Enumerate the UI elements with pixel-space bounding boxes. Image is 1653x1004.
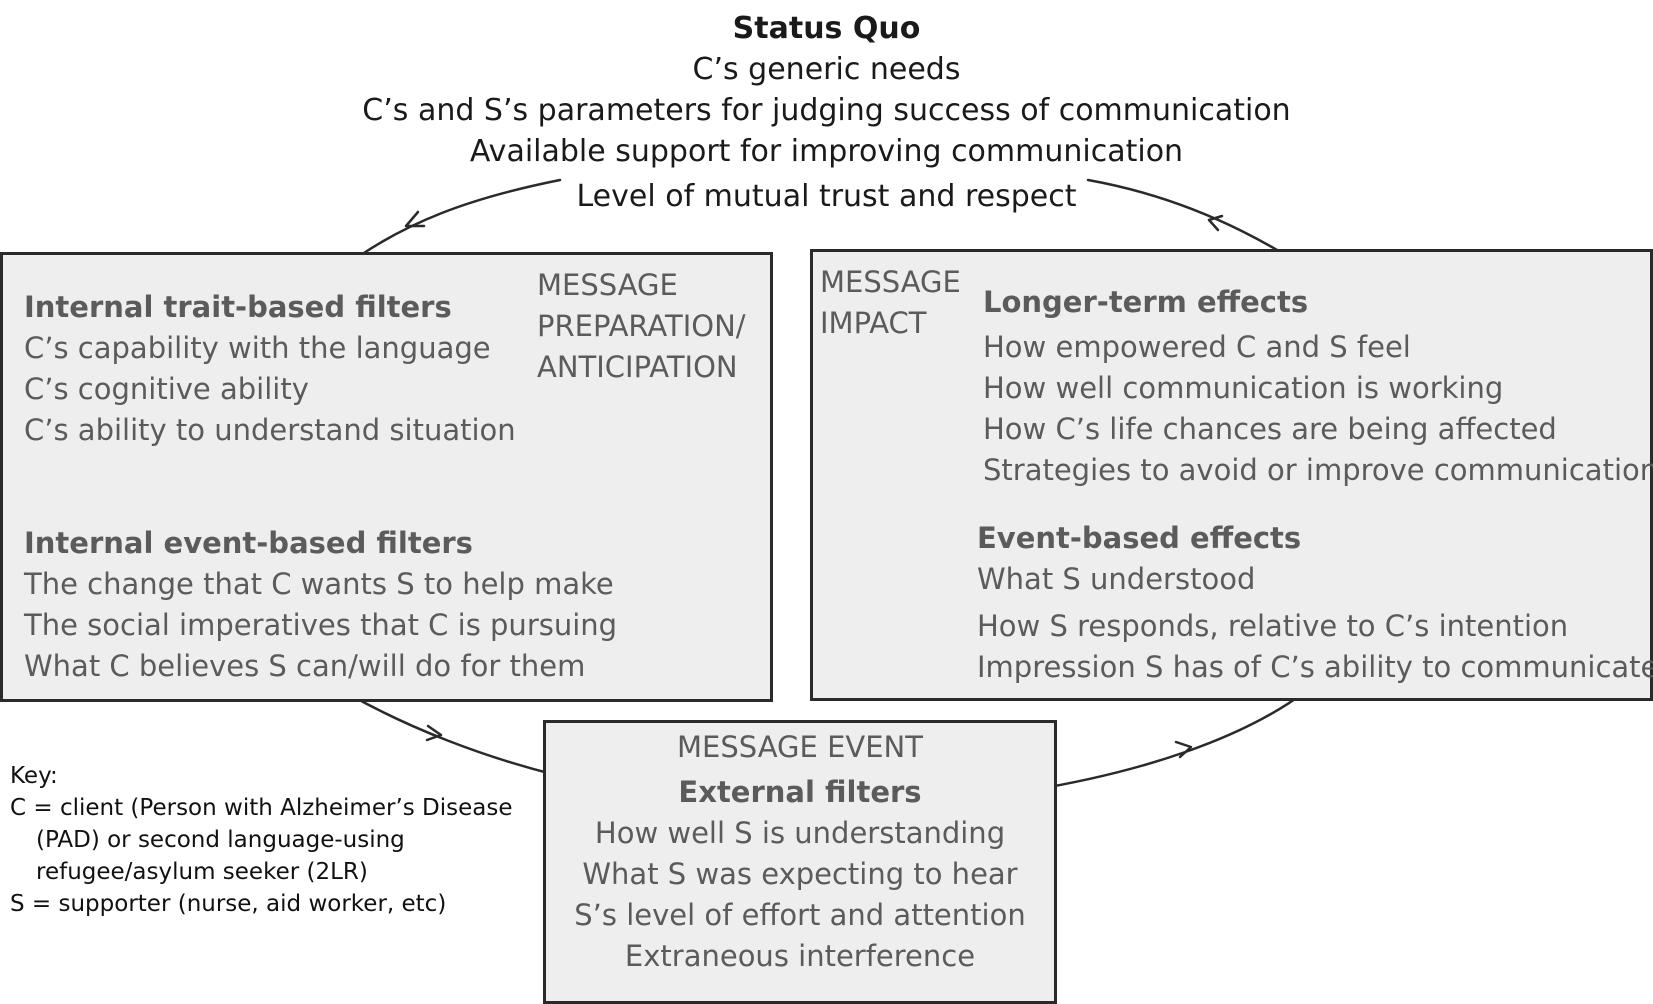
trait-filter-item: C’s capability with the language xyxy=(24,331,491,365)
message-event-box: MESSAGE EVENT External filters How well … xyxy=(543,720,1057,1004)
event-filters-heading: Internal event-based filters xyxy=(24,526,473,560)
key-line: C = client (Person with Alzheimer’s Dise… xyxy=(10,795,513,821)
external-filter-item: What S was expecting to hear xyxy=(582,857,1018,891)
external-filter-item: Extraneous interference xyxy=(624,939,976,973)
event-filter-item: The social imperatives that C is pursuin… xyxy=(24,608,618,642)
trait-filter-item: C’s ability to understand situation xyxy=(24,413,516,447)
key-line: (PAD) or second language-using xyxy=(36,827,405,853)
external-filter-item: S’s level of effort and attention xyxy=(574,898,1026,932)
event-filter-item: What C believes S can/will do for them xyxy=(24,649,586,683)
arrow-event-to-impact xyxy=(1030,690,1307,792)
key-title: Key: xyxy=(10,763,58,789)
status-quo-title: Status Quo xyxy=(732,11,921,46)
longer-term-item: Strategies to avoid or improve communica… xyxy=(983,453,1653,487)
trait-filters-heading: Internal trait-based filters xyxy=(24,290,452,324)
trait-filter-item: C’s cognitive ability xyxy=(24,372,309,406)
longer-term-item: How C’s life chances are being affected xyxy=(983,412,1557,446)
event-based-item: Impression S has of C’s ability to commu… xyxy=(977,650,1653,684)
event-based-heading: Event-based effects xyxy=(977,521,1302,555)
impact-label: MESSAGE IMPACT xyxy=(820,265,961,340)
event-based-effects: Event-based effects What S understood Ho… xyxy=(977,518,1653,688)
status-quo-line: C’s and S’s parameters for judging succe… xyxy=(362,93,1291,128)
status-quo-line: Available support for improving communic… xyxy=(469,134,1184,169)
longer-term-item: How well communication is working xyxy=(983,371,1504,405)
event-based-item: How S responds, relative to C’s intentio… xyxy=(977,609,1569,643)
external-filter-item: How well S is understanding xyxy=(594,816,1006,850)
event-based-item: What S understood xyxy=(977,562,1256,596)
preparation-label: MESSAGE PREPARATION/ ANTICIPATION xyxy=(537,268,746,384)
status-quo: Status Quo C’s generic needs C’s and S’s… xyxy=(0,8,1653,217)
event-filter-item: The change that C wants S to help make xyxy=(24,567,614,601)
key-line: S = supporter (nurse, aid worker, etc) xyxy=(10,891,447,917)
message-impact-box: MESSAGE IMPACT Longer-term effects How e… xyxy=(810,249,1653,701)
longer-term-item: How empowered C and S feel xyxy=(983,330,1411,364)
event-filters: Internal event-based filters The change … xyxy=(24,523,617,687)
key-line: refugee/asylum seeker (2LR) xyxy=(36,859,368,885)
longer-term-effects: Longer-term effects How empowered C and … xyxy=(983,282,1653,491)
key-legend: Key: C = client (Person with Alzheimer’s… xyxy=(10,760,513,920)
status-quo-line: C’s generic needs xyxy=(692,52,961,87)
arrow-preparation-to-event xyxy=(350,694,558,777)
external-filters-heading: External filters xyxy=(678,775,922,809)
event-label: MESSAGE EVENT xyxy=(677,730,923,764)
message-preparation-box: MESSAGE PREPARATION/ ANTICIPATION Intern… xyxy=(0,252,773,702)
status-quo-line: Level of mutual trust and respect xyxy=(576,179,1077,214)
trait-filters: Internal trait-based filters C’s capabil… xyxy=(24,287,516,451)
longer-term-heading: Longer-term effects xyxy=(983,285,1309,319)
